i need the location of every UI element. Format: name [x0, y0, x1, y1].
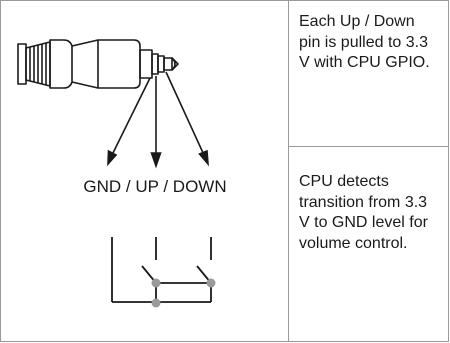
note-pull-up: Each Up / Down pin is pulled to 3.3 V wi… — [299, 13, 430, 71]
pin-arrows — [107, 71, 209, 169]
node-up-switch — [151, 278, 161, 288]
pin-label: GND / UP / DOWN — [83, 177, 227, 196]
note-detection: CPU detects transition from 3.3 V to GND… — [299, 173, 428, 252]
node-down-switch — [206, 278, 216, 288]
audio-jack-plug-icon — [17, 39, 179, 89]
switch-schematic — [111, 237, 212, 303]
switch-nodes — [151, 278, 216, 308]
arrow-gnd — [111, 77, 151, 156]
arrow-down — [165, 71, 205, 156]
node-ground — [151, 298, 161, 308]
